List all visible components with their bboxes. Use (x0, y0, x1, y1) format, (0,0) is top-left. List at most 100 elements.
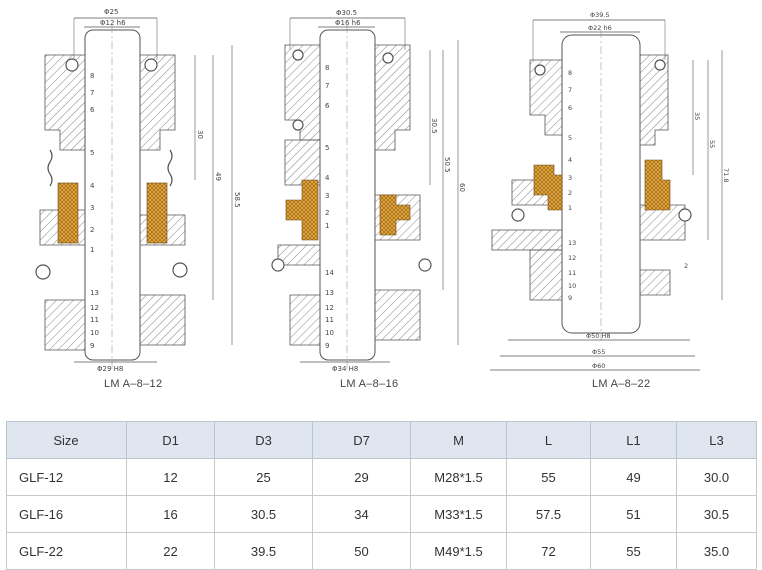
header-l: L (506, 421, 591, 459)
svg-text:13: 13 (568, 239, 576, 247)
top-dim-inner: Φ16 h6 (335, 19, 361, 27)
caption-lm-a-8-22: LM A–8–22 (592, 378, 651, 390)
svg-text:2: 2 (325, 209, 329, 217)
right-dim-2: 55 (708, 140, 716, 148)
table-header-row: Size D1 D3 D7 M L L1 L3 (6, 421, 757, 459)
svg-text:8: 8 (568, 69, 572, 77)
svg-text:9: 9 (90, 342, 94, 350)
svg-text:9: 9 (568, 294, 572, 302)
svg-text:3: 3 (90, 204, 94, 212)
svg-text:13: 13 (325, 289, 334, 297)
svg-text:11: 11 (90, 316, 99, 324)
right-dim-1: 30 (196, 130, 204, 139)
svg-text:4: 4 (90, 182, 95, 190)
svg-text:10: 10 (90, 329, 99, 337)
seal-face-right (644, 159, 671, 211)
header-d1: D1 (126, 421, 215, 459)
svg-text:10: 10 (568, 282, 576, 290)
right-dim-2: 50.5 (443, 157, 451, 173)
cell-l3: 30.5 (676, 495, 757, 533)
cell-l1: 55 (590, 532, 677, 570)
cell-d7: 50 (312, 532, 411, 570)
seal-face-left (57, 182, 79, 244)
svg-text:5: 5 (325, 144, 329, 152)
top-dim-inner: Φ22 h6 (588, 24, 612, 32)
svg-text:13: 13 (90, 289, 99, 297)
spec-table: Size D1 D3 D7 M L L1 L3 GLF-12 12 25 29 … (6, 421, 757, 570)
part-numbers-3: 8 7 6 5 4 3 2 1 13 12 11 10 9 (568, 69, 576, 302)
cell-d7: 34 (312, 495, 411, 533)
cell-size: GLF-12 (6, 458, 127, 496)
drawing-lm-a-8-16: Φ30.5 Φ16 h6 8 7 6 5 (271, 9, 466, 373)
part-numbers-1: 8 7 6 5 4 3 2 1 13 12 11 10 9 (90, 72, 99, 350)
bottom-dim: Φ34 H8 (332, 365, 358, 373)
cell-l: 72 (506, 532, 591, 570)
svg-text:7: 7 (325, 82, 329, 90)
bottom-dim-3: Φ60 (592, 362, 605, 370)
right-dim-3: 71.8 (722, 168, 730, 182)
seal-face-right (379, 194, 411, 236)
header-l1: L1 (590, 421, 677, 459)
cell-size: GLF-22 (6, 532, 127, 570)
svg-text:8: 8 (90, 72, 94, 80)
header-size: Size (6, 421, 127, 459)
svg-text:6: 6 (568, 104, 572, 112)
svg-text:14: 14 (325, 269, 334, 277)
svg-text:5: 5 (90, 149, 94, 157)
top-dim-outer: Φ25 (104, 8, 118, 16)
drawing-lm-a-8-12: Φ25 Φ12 h6 (35, 8, 241, 373)
svg-text:3: 3 (325, 192, 329, 200)
drawing-lm-a-8-22: Φ39.5 Φ22 h6 8 7 6 5 (490, 11, 730, 371)
svg-text:1: 1 (90, 246, 94, 254)
cell-l3: 30.0 (676, 458, 757, 496)
svg-text:10: 10 (325, 329, 334, 337)
seal-face-left (533, 164, 563, 211)
svg-text:6: 6 (325, 102, 330, 110)
svg-text:4: 4 (325, 174, 330, 182)
cell-d7: 29 (312, 458, 411, 496)
right-dim-2: 49 (214, 172, 222, 181)
svg-text:11: 11 (325, 316, 334, 324)
svg-text:2: 2 (568, 189, 572, 197)
small-dim: 2 (684, 262, 688, 270)
svg-text:12: 12 (568, 254, 576, 262)
svg-text:11: 11 (568, 269, 576, 277)
svg-text:12: 12 (90, 304, 99, 312)
svg-text:8: 8 (325, 64, 329, 72)
svg-text:12: 12 (325, 304, 334, 312)
bottom-dim-1: Φ50 H8 (586, 332, 610, 340)
cell-d3: 30.5 (214, 495, 313, 533)
top-dim-inner: Φ12 h6 (100, 19, 126, 27)
header-d7: D7 (312, 421, 411, 459)
right-dim-3: 60 (458, 183, 466, 192)
table-row: GLF-12 12 25 29 M28*1.5 55 49 30.0 (6, 458, 757, 496)
cell-m: M33*1.5 (410, 495, 507, 533)
cell-d3: 39.5 (214, 532, 313, 570)
drawings-svg: Φ25 Φ12 h6 (35, 8, 730, 373)
seal-face-right (146, 182, 168, 244)
seal-face-left (285, 179, 319, 241)
caption-lm-a-8-12: LM A–8–12 (104, 378, 163, 390)
svg-text:1: 1 (325, 222, 329, 230)
svg-text:7: 7 (90, 89, 94, 97)
header-d3: D3 (214, 421, 313, 459)
svg-text:5: 5 (568, 134, 572, 142)
svg-text:7: 7 (568, 86, 572, 94)
cell-l: 55 (506, 458, 591, 496)
table-row: GLF-22 22 39.5 50 M49*1.5 72 55 35.0 (6, 532, 757, 570)
header-m: M (410, 421, 507, 459)
right-dim-1: 35 (693, 112, 701, 120)
cell-d1: 16 (126, 495, 215, 533)
svg-text:3: 3 (568, 174, 572, 182)
svg-text:4: 4 (568, 156, 572, 164)
technical-drawings: Φ25 Φ12 h6 (35, 8, 730, 390)
caption-lm-a-8-16: LM A–8–16 (340, 378, 399, 390)
svg-text:2: 2 (90, 226, 94, 234)
cell-l3: 35.0 (676, 532, 757, 570)
svg-text:6: 6 (90, 106, 95, 114)
svg-text:1: 1 (568, 204, 572, 212)
table-row: GLF-16 16 30.5 34 M33*1.5 57.5 51 30.5 (6, 495, 757, 533)
top-dim-outer: Φ39.5 (590, 11, 610, 19)
cell-l: 57.5 (506, 495, 591, 533)
cell-l1: 51 (590, 495, 677, 533)
